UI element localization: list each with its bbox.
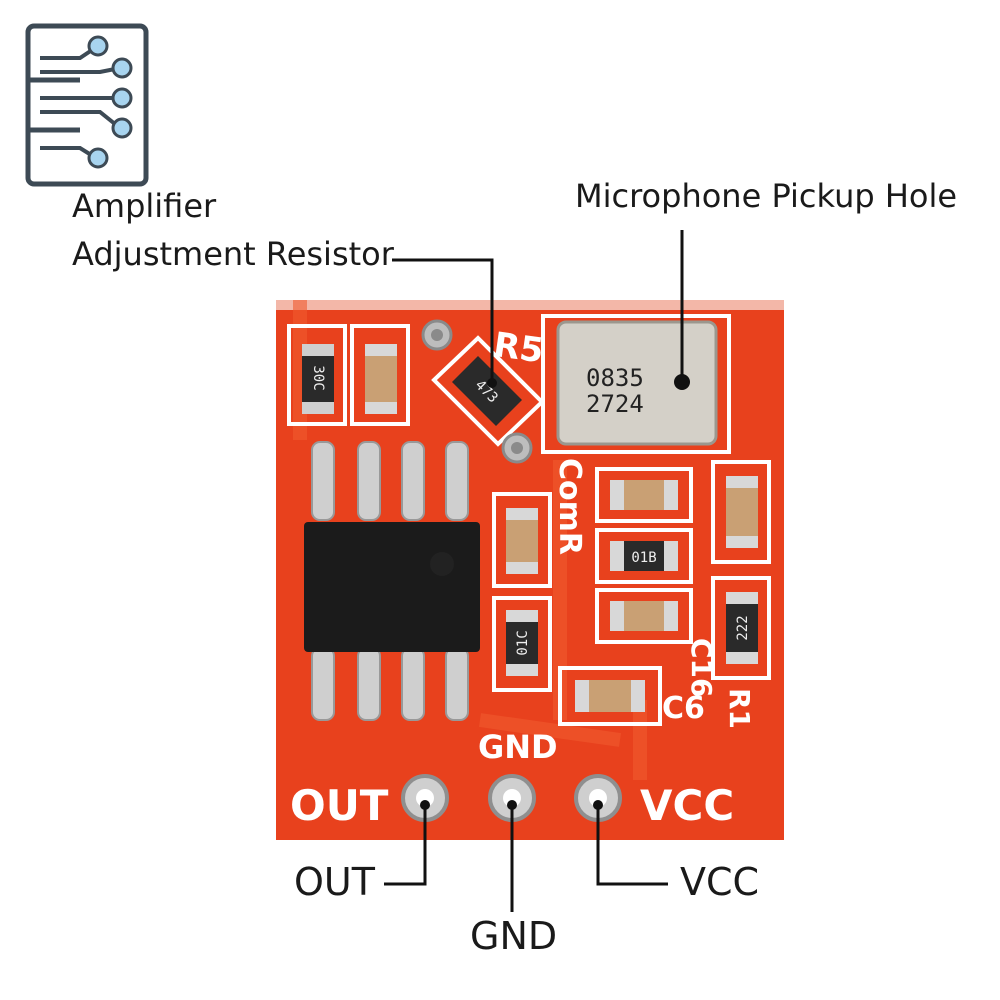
vcc-callout: VCC: [680, 860, 760, 904]
amplifier-ic-chip: [304, 522, 480, 652]
silk-r1: R1: [723, 688, 756, 729]
resistor-callout-line1: Amplifier: [72, 187, 217, 225]
silk-c16: C16: [685, 638, 718, 698]
silk-c6: C6: [662, 691, 705, 726]
r1-code-marking: 222: [735, 615, 751, 640]
cap-01c-marking: 01C: [515, 630, 531, 655]
silk-vcc: VCC: [640, 781, 734, 830]
mic-marking-line1: 0835: [586, 364, 644, 392]
mic-hole-callout: Microphone Pickup Hole: [575, 177, 958, 215]
mic-marking-line2: 2724: [586, 390, 644, 418]
gnd-callout: GND: [470, 914, 558, 958]
silk-out: OUT: [290, 781, 389, 830]
silk-r5: R5: [491, 325, 546, 372]
cap-30c-marking: 30C: [310, 365, 326, 390]
resistor-callout-line2: Adjustment Resistor: [72, 235, 394, 273]
circuit-board-icon: [25, 23, 149, 187]
silk-gnd: GND: [478, 728, 558, 766]
microphone-capsule: [556, 320, 718, 446]
cap-01b-marking: 01B: [631, 550, 656, 566]
out-callout: OUT: [294, 860, 375, 904]
silk-comr: ComR: [552, 458, 587, 555]
